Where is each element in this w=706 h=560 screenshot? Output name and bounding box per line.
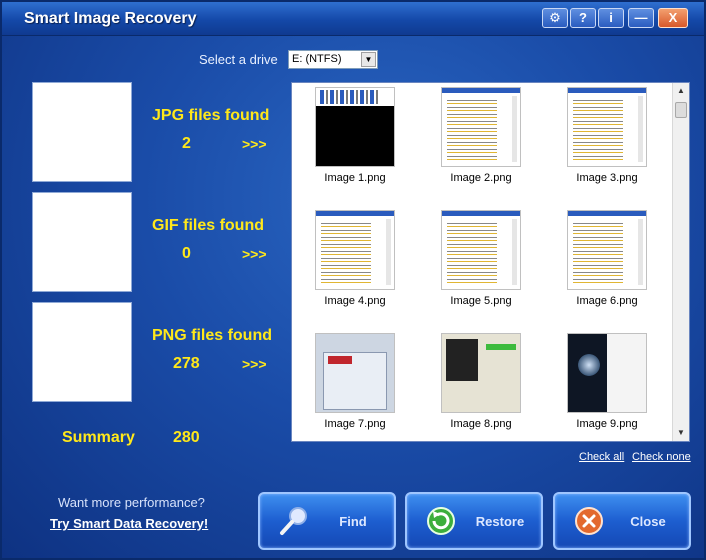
thumbnail-image[interactable] — [567, 87, 647, 167]
png-count-value: 278 — [173, 355, 200, 372]
jpg-count-value: 2 — [182, 135, 191, 152]
gallery-scrollbar[interactable]: ▲ ▼ — [672, 83, 689, 441]
find-button[interactable]: Find — [258, 492, 396, 550]
png-more-link[interactable]: >>> — [242, 356, 267, 372]
thumbnail-image[interactable] — [315, 210, 395, 290]
scrollbar-thumb[interactable] — [675, 102, 687, 118]
jpg-more-link[interactable]: >>> — [242, 136, 267, 152]
gallery-item[interactable]: Image 8.png — [426, 333, 536, 441]
thumbnail-image[interactable] — [315, 333, 395, 413]
thumbnail-image[interactable] — [315, 87, 395, 167]
drive-label: Select a drive — [199, 52, 278, 67]
thumbnail-image[interactable] — [567, 210, 647, 290]
gif-count-value: 0 — [182, 245, 191, 262]
close-button-label: Close — [630, 514, 666, 529]
check-all-link[interactable]: Check all — [579, 451, 625, 463]
restore-button-label: Restore — [475, 514, 525, 529]
gif-preview-box — [32, 192, 132, 292]
title-bar[interactable]: Smart Image Recovery ⚙ ? i — X — [2, 2, 704, 36]
promo-text: Want more performance? — [58, 495, 205, 510]
settings-icon[interactable]: ⚙ — [542, 8, 568, 28]
gif-count-label: GIF files found — [152, 217, 264, 234]
gallery-item-caption: Image 7.png — [324, 418, 386, 430]
drive-select[interactable]: E: (NTFS) ▼ — [288, 50, 378, 69]
close-circle-icon — [575, 507, 603, 535]
thumbnail-image[interactable] — [441, 210, 521, 290]
jpg-count-label: JPG files found — [152, 107, 270, 124]
jpg-preview-box — [32, 82, 132, 182]
gif-more-link[interactable]: >>> — [242, 246, 267, 262]
gallery-item[interactable]: Image 6.png — [552, 210, 662, 320]
gallery-item-caption: Image 1.png — [324, 172, 386, 184]
gallery-item-caption: Image 2.png — [450, 172, 512, 184]
gallery-item-caption: Image 6.png — [576, 295, 638, 307]
help-icon[interactable]: ? — [570, 8, 596, 28]
window-title: Smart Image Recovery — [24, 10, 197, 27]
gallery-item-caption: Image 8.png — [450, 418, 512, 430]
try-smart-data-recovery-link[interactable]: Try Smart Data Recovery! — [50, 516, 209, 531]
thumbnail-image[interactable] — [441, 333, 521, 413]
gallery-item[interactable]: Image 2.png — [426, 87, 536, 197]
drive-select-value: E: (NTFS) — [292, 53, 342, 65]
thumbnail-image[interactable] — [441, 87, 521, 167]
gallery-item[interactable]: Image 5.png — [426, 210, 536, 320]
magnifier-icon — [280, 507, 307, 535]
scroll-down-icon[interactable]: ▼ — [677, 428, 685, 437]
gallery-item-caption: Image 3.png — [576, 172, 638, 184]
restore-button[interactable]: Restore — [405, 492, 543, 550]
close-icon[interactable]: X — [658, 8, 688, 28]
gallery-item[interactable]: Image 7.png — [300, 333, 410, 441]
find-button-label: Find — [339, 514, 367, 529]
gallery-item[interactable]: Image 9.png — [552, 333, 662, 441]
thumbnail-image[interactable] — [567, 333, 647, 413]
gallery-item[interactable]: Image 1.png — [300, 87, 410, 197]
info-icon[interactable]: i — [598, 8, 624, 28]
gallery-item-caption: Image 9.png — [576, 418, 638, 430]
gallery-item-caption: Image 4.png — [324, 295, 386, 307]
minimize-icon[interactable]: — — [628, 8, 654, 28]
summary-value: 280 — [173, 429, 200, 446]
png-count-label: PNG files found — [152, 327, 272, 344]
scroll-up-icon[interactable]: ▲ — [677, 86, 685, 95]
restore-icon — [427, 507, 455, 535]
summary-label: Summary — [62, 429, 135, 446]
check-none-link[interactable]: Check none — [632, 451, 691, 463]
chevron-down-icon[interactable]: ▼ — [361, 52, 376, 67]
gallery-item[interactable]: Image 3.png — [552, 87, 662, 197]
png-preview-box — [32, 302, 132, 402]
gallery-item[interactable]: Image 4.png — [300, 210, 410, 320]
gallery-item-caption: Image 5.png — [450, 295, 512, 307]
close-button[interactable]: Close — [553, 492, 691, 550]
image-gallery[interactable]: Image 1.png Image 2.png Image 3.png Imag… — [291, 82, 690, 442]
